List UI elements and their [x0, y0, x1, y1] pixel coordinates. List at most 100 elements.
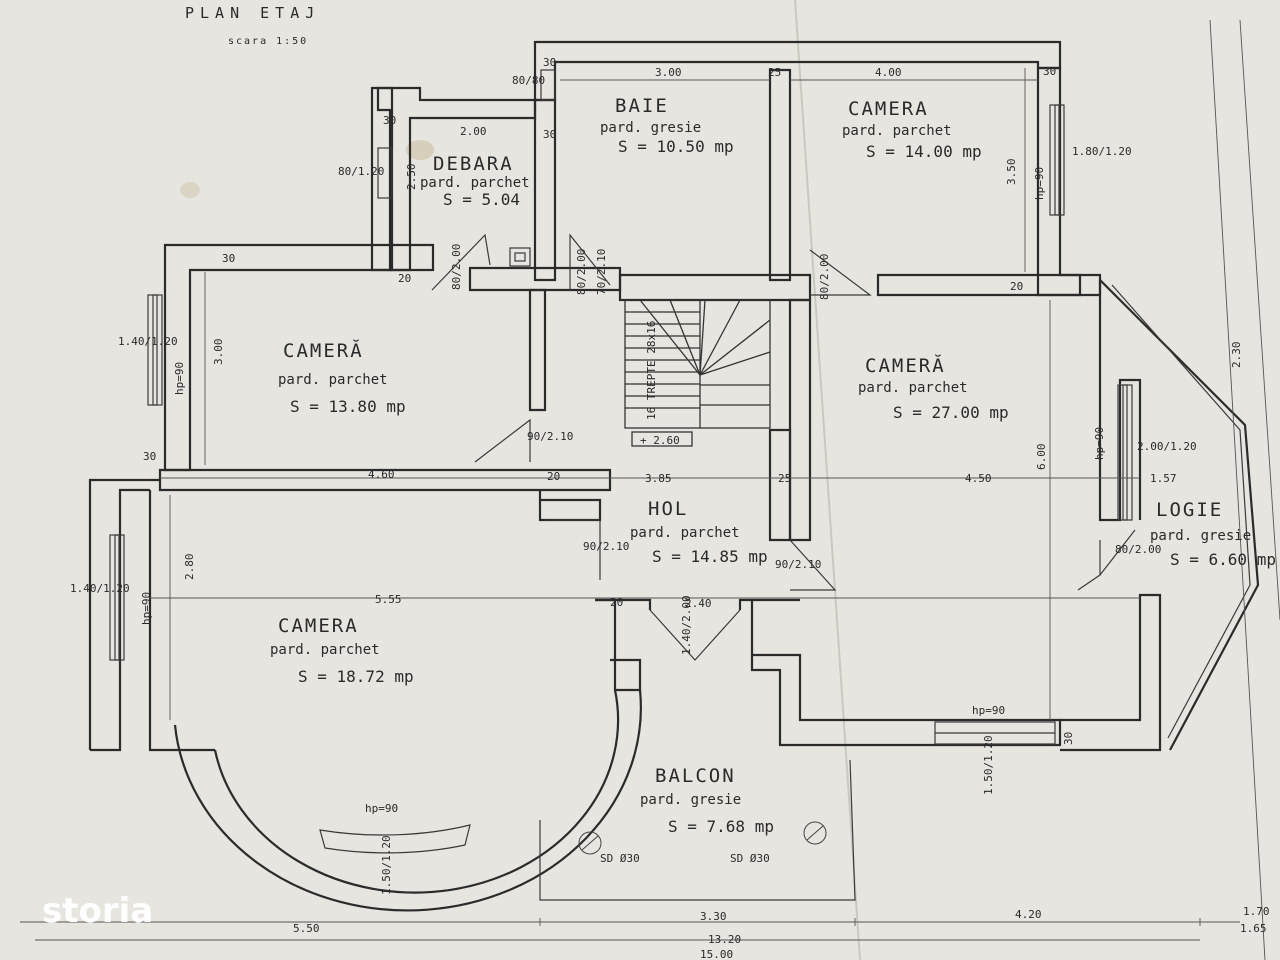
dim-text: 2.80 — [183, 554, 196, 581]
door-balcony — [649, 609, 741, 661]
dim-text: 2.00 — [460, 125, 487, 138]
wall-partition-left — [158, 468, 612, 492]
stair-winder — [699, 299, 706, 376]
wall-right-bottom — [1060, 593, 1162, 752]
door-size: 90/2.10 — [583, 540, 629, 553]
wall-hol-left — [528, 288, 547, 412]
room-area: S = 6.60 mp — [1170, 550, 1276, 569]
dim-text: 5.50 — [293, 922, 320, 935]
dim-line-right-outer — [1239, 19, 1280, 621]
door-baie — [569, 233, 611, 290]
window-left-lower-glass — [114, 534, 120, 661]
room-name: CAMERA — [848, 98, 929, 120]
door-camera-right-lower — [789, 539, 837, 591]
thickness: 30 — [383, 114, 396, 127]
room-baie: BAIE pard. gresie S = 10.50 mp — [600, 95, 734, 156]
wall-logie-outer — [1099, 279, 1260, 751]
room-area: S = 27.00 mp — [893, 403, 1009, 422]
room-floor: pard. parchet — [858, 380, 968, 396]
paper-fold — [794, 0, 861, 960]
sill-height: hp=90 — [140, 592, 153, 625]
door-size: 80/2.00 — [818, 254, 831, 300]
room-camera-left-lower: CAMERA pard. parchet S = 18.72 mp — [270, 615, 414, 686]
room-area: S = 14.85 mp — [652, 547, 768, 566]
door-size: 1.40/2.00 — [680, 595, 693, 655]
dim-text: 1.65 — [1240, 922, 1267, 935]
wall-bay-arc-outer — [173, 689, 642, 912]
thickness: 25 — [778, 472, 791, 485]
column-label: SD Ø30 — [600, 852, 640, 865]
stair-winder — [699, 351, 771, 376]
dim-text: 5.55 — [375, 593, 402, 606]
dim-text: 15.00 — [700, 948, 733, 960]
door-camera-left-lower — [545, 519, 601, 580]
dim-text: 3.50 — [1005, 159, 1018, 186]
room-camera-left-upper: CAMERĂ pard. parchet S = 13.80 mp — [278, 339, 406, 416]
room-floor: pard. gresie — [1150, 528, 1251, 544]
dim-text: 3.30 — [700, 910, 727, 923]
door-size: 70/2.10 — [595, 249, 608, 295]
window-left-upper-glass — [152, 294, 158, 406]
window-size: 1.40/1.20 — [118, 335, 178, 348]
room-hol: HOL pard. parchet S = 14.85 mp — [630, 498, 768, 566]
wall-left-lower-outer — [118, 488, 150, 720]
window-baie — [540, 69, 556, 101]
sill-height: hp=90 — [972, 704, 1005, 717]
window-size: 2.00/1.20 — [1137, 440, 1197, 453]
door-size: 90/2.10 — [527, 430, 573, 443]
balcony-outline — [539, 759, 856, 901]
stair-winder — [639, 299, 701, 376]
window-size: 1.80/1.20 — [1072, 145, 1132, 158]
sill-height: hp=90 — [365, 802, 398, 815]
room-name: LOGIE — [1156, 499, 1223, 521]
dim-text: 2.40 — [685, 597, 712, 610]
window-size: 1.50/1.20 — [380, 835, 393, 895]
room-floor: pard. gresie — [600, 120, 701, 136]
dim-text: 4.60 — [368, 468, 395, 481]
stair-outline — [624, 299, 771, 429]
room-name: BAIE — [615, 95, 669, 117]
room-area: S = 13.80 mp — [290, 397, 406, 416]
window-size: 1.50/1.20 — [982, 735, 995, 795]
room-camera-top-right: CAMERA pard. parchet S = 14.00 mp — [842, 98, 982, 161]
dim-text: 3.00 — [655, 66, 682, 79]
thickness: 20 — [1010, 280, 1023, 293]
door-logie-swing — [1099, 529, 1136, 576]
room-camera-right: CAMERĂ pard. parchet S = 27.00 mp — [858, 354, 1009, 422]
vent-duct-inner — [514, 252, 526, 262]
wall-left-lower — [148, 490, 215, 752]
door-size: 80/2.00 — [575, 249, 588, 295]
wall-camera-right-left — [788, 298, 812, 542]
window-size: 80/80 — [512, 74, 545, 87]
door-size: 80/2.00 — [1115, 543, 1161, 556]
plan-title: PLAN ETAJ — [185, 4, 320, 22]
dimension-texts: 3.00 4.00 2.00 4.60 3.85 4.50 5.55 2.40 … — [183, 66, 1270, 960]
plan-scale: scara 1:50 — [228, 36, 308, 47]
dim-text: 4.50 — [965, 472, 992, 485]
thickness: 30 — [543, 128, 556, 141]
room-debara: DEBARA pard. parchet S = 5.04 — [420, 153, 530, 209]
opening-annotations: 80/80 80/1.20 1.40/1.20 1.40/1.20 1.80/1… — [70, 74, 1197, 895]
door-camera-right — [809, 249, 872, 296]
room-floor: pard. parchet — [630, 525, 740, 541]
wall-baie-right — [768, 68, 792, 282]
paper-stain — [406, 140, 434, 160]
room-floor: pard. parchet — [270, 642, 380, 658]
room-name: HOL — [648, 498, 688, 520]
paper-stain — [180, 182, 200, 198]
thickness: 30 — [143, 450, 156, 463]
stair-winder — [699, 319, 771, 376]
wall-hol-stub — [538, 490, 602, 522]
door-size: 80/2.00 — [450, 244, 463, 290]
room-area: S = 18.72 mp — [298, 667, 414, 686]
dim-text: 1.57 — [1150, 472, 1177, 485]
dim-text: 6.00 — [1035, 444, 1048, 471]
dim-text: 4.20 — [1015, 908, 1042, 921]
room-floor: pard. parchet — [278, 372, 388, 388]
door-swings — [431, 233, 872, 661]
room-name: BALCON — [655, 765, 736, 787]
dim-text: 1.70 — [1243, 905, 1270, 918]
windows — [109, 69, 1133, 854]
wall-debara — [376, 86, 537, 272]
room-name: CAMERĂ — [283, 339, 364, 362]
